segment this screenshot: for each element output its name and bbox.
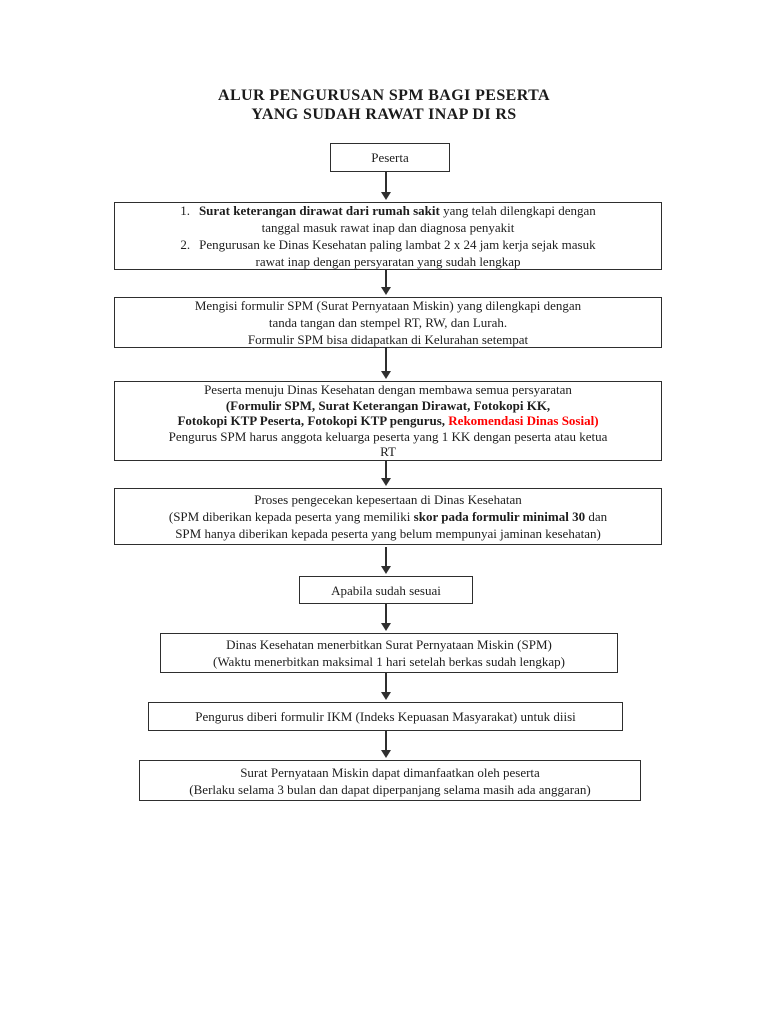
step4-line2-pre: (SPM diberikan kepada peserta yang memil… <box>168 509 411 524</box>
step3-line2-bold: (Formulir SPM, Surat Keterangan Dirawat,… <box>225 397 551 413</box>
step6-label: Pengurus diberi formulir IKM (Indeks Kep… <box>195 709 576 724</box>
step3-line-5: RT <box>380 444 396 460</box>
list-number-1: 1. <box>180 203 190 218</box>
step7-line-2: (Berlaku selama 3 bulan dan dapat diperp… <box>189 781 591 797</box>
flow-node-menerbitkan-spm: Dinas Kesehatan menerbitkan Surat Pernya… <box>160 633 618 673</box>
step4-line-3: SPM hanya diberikan kepada peserta yang … <box>175 526 601 541</box>
step3-line3-red-text: Rekomendasi Dinas Sosial) <box>448 413 599 429</box>
flow-arrow-down-icon <box>381 604 391 631</box>
flow-arrow-down-icon <box>381 172 391 200</box>
arrow-shaft <box>385 461 387 478</box>
flow-arrow-down-icon <box>381 270 391 295</box>
step1-line1-rest: yang telah dilengkapi dengan <box>443 203 596 218</box>
arrow-head <box>381 478 391 486</box>
arrow-shaft <box>385 348 387 371</box>
flow-arrow-down-icon <box>381 673 391 700</box>
flow-arrow-down-icon <box>381 461 391 486</box>
arrow-shaft <box>385 673 387 692</box>
flow-arrow-down-icon <box>381 547 391 574</box>
step1-line3-text: Pengurusan ke Dinas Kesehatan paling lam… <box>199 237 596 252</box>
step5-line-1: Dinas Kesehatan menerbitkan Surat Pernya… <box>226 637 552 652</box>
list-number-2: 2. <box>180 237 191 252</box>
flow-node-menuju-dinas-kesehatan: Peserta menuju Dinas Kesehatan dengan me… <box>114 381 662 461</box>
flow-node-formulir-ikm: Pengurus diberi formulir IKM (Indeks Kep… <box>148 702 623 731</box>
arrow-head <box>381 192 391 200</box>
step3-line-3: Fotokopi KTP Peserta, Fotokopi KTP pengu… <box>115 413 661 429</box>
step4-line2-bold: skor pada formulir minimal 30 <box>413 509 586 524</box>
step1-line1-bold: Surat keterangan dirawat dari rumah saki… <box>198 203 440 218</box>
step3-line-4: Pengurus SPM harus anggota keluarga pese… <box>168 428 608 444</box>
arrow-shaft <box>385 270 387 287</box>
step4-line-1: Proses pengecekan kepesertaan di Dinas K… <box>254 492 522 507</box>
arrow-head <box>381 692 391 700</box>
step1-line-3: 2. Pengurusan ke Dinas Kesehatan paling l… <box>115 236 661 253</box>
page-title: ALUR PENGURUSAN SPM BAGI PESERTA YANG SU… <box>0 86 768 124</box>
arrow-head <box>381 371 391 379</box>
flow-node-spm-dimanfaatkan: Surat Pernyataan Miskin dapat dimanfaatk… <box>139 760 641 801</box>
step3-line3-bold: Fotokopi KTP Peserta, Fotokopi KTP pengu… <box>177 413 446 429</box>
flow-arrow-down-icon <box>381 348 391 379</box>
arrow-shaft <box>385 172 387 192</box>
title-line-2: YANG SUDAH RAWAT INAP DI RS <box>251 106 517 123</box>
step3-line-2: (Formulir SPM, Surat Keterangan Dirawat,… <box>115 398 661 414</box>
step2-line-1: Mengisi formulir SPM (Surat Pernyataan M… <box>194 298 582 313</box>
arrow-shaft <box>385 731 387 750</box>
arrow-head <box>381 623 391 631</box>
flow-node-apabila-sesuai: Apabila sudah sesuai <box>299 576 473 604</box>
step7-line-1: Surat Pernyataan Miskin dapat dimanfaatk… <box>240 764 540 780</box>
step2-line-3: Formulir SPM bisa didapatkan di Keluraha… <box>247 332 529 347</box>
flow-node-peserta-label: Peserta <box>371 150 409 165</box>
step1-line-1: 1. Surat keterangan dirawat dari rumah sa… <box>115 202 661 219</box>
flow-node-mengisi-formulir: Mengisi formulir SPM (Surat Pernyataan M… <box>114 297 662 348</box>
step1-line-4: rawat inap dengan persyaratan yang sudah… <box>255 254 521 269</box>
step4-line2-post: dan <box>588 509 608 524</box>
step2-line-2: tanda tangan dan stempel RT, RW, dan Lur… <box>268 315 508 330</box>
arrow-head <box>381 287 391 295</box>
arrow-shaft <box>385 547 387 566</box>
flow-node-persyaratan-surat: 1. Surat keterangan dirawat dari rumah sa… <box>114 202 662 270</box>
decision-label: Apabila sudah sesuai <box>331 582 441 598</box>
title-line-1: ALUR PENGURUSAN SPM BAGI PESERTA <box>218 87 550 104</box>
flow-node-pengecekan-kepesertaan: Proses pengecekan kepesertaan di Dinas K… <box>114 488 662 545</box>
step4-line-2: (SPM diberikan kepada peserta yang memil… <box>115 508 661 525</box>
flow-arrow-down-icon <box>381 731 391 758</box>
arrow-head <box>381 566 391 574</box>
flow-node-peserta: Peserta <box>330 143 450 172</box>
arrow-shaft <box>385 604 387 623</box>
step5-line-2: (Waktu menerbitkan maksimal 1 hari setel… <box>212 654 565 669</box>
step3-line-1: Peserta menuju Dinas Kesehatan dengan me… <box>204 382 572 398</box>
arrow-head <box>381 750 391 758</box>
step1-line-2: tanggal masuk rawat inap dan diagnosa pe… <box>261 220 515 235</box>
